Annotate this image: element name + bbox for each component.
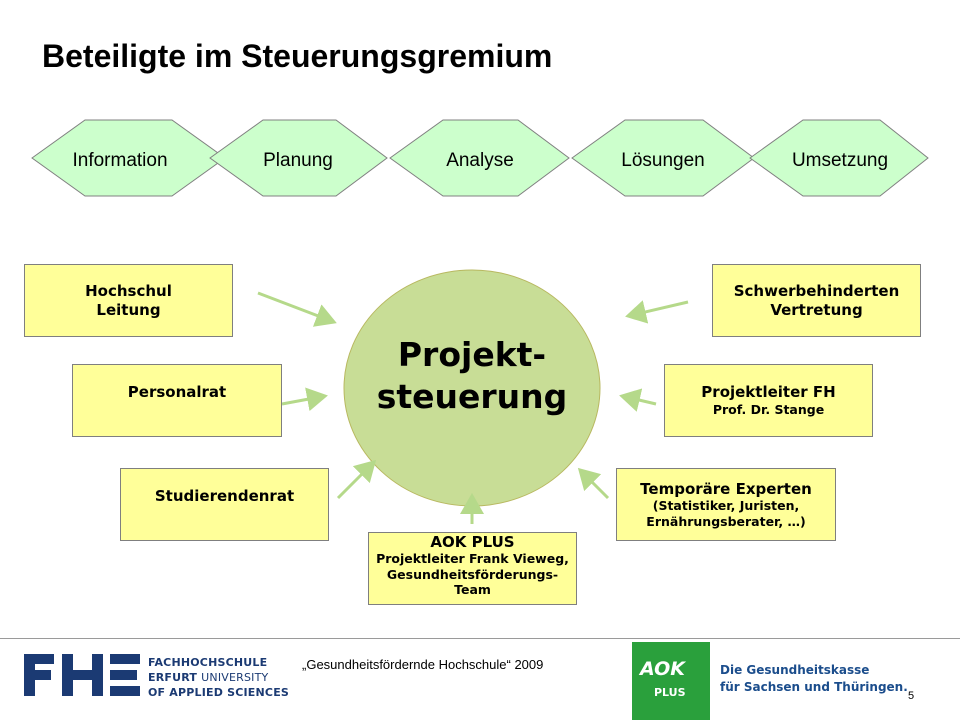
phase-loesungen: Lösungen (571, 119, 755, 197)
box-schwerbehinderten: Schwerbehinderten Vertretung (712, 264, 921, 337)
phase-analyse: Analyse (389, 119, 570, 197)
phase-planung-shape (209, 119, 388, 197)
box-temporaer-subline1: (Statistiker, Juristen, (652, 498, 800, 514)
center-label-line2: steuerung (377, 377, 568, 416)
box-aok: AOK PLUS Projektleiter Frank Vieweg, Ges… (368, 532, 577, 605)
box-hochschulleitung-line1: Hochschul (85, 281, 172, 300)
box-schwerbehinderten-line1: Schwerbehinderten (733, 281, 900, 300)
phase-planung: Planung (209, 119, 388, 197)
box-hochschulleitung: Hochschul Leitung (24, 264, 233, 337)
box-studierendenrat: Studierendenrat (120, 468, 329, 541)
phase-analyse-shape (389, 119, 570, 197)
box-personalrat-line1: Personalrat (127, 383, 227, 401)
aok-slogan: Die Gesundheitskasse für Sachsen und Thü… (720, 662, 908, 696)
center-node: Projekt- steuerung (343, 269, 601, 507)
arrow-studierendenrat (336, 459, 377, 500)
phase-analyse-label: Analyse (446, 150, 514, 171)
aok-slogan-line1: Die Gesundheitskasse (720, 663, 870, 677)
fhe-line2a: ERFURT (148, 671, 198, 684)
aok-slogan-line2: für Sachsen und Thüringen. (720, 680, 908, 694)
phase-chain: Information Planung Analyse Lösungen Ums… (31, 119, 929, 197)
box-projektleiter-line1: Projektleiter FH (701, 383, 836, 402)
fhe-logo-icon (24, 654, 140, 696)
box-aok-subline2: Gesundheitsförderungs- (386, 566, 559, 582)
fhe-line2b: UNIVERSITY (201, 671, 269, 684)
box-hochschulleitung-line2: Leitung (96, 300, 161, 319)
page-number: 5 (908, 690, 915, 702)
arrow-projektleiter (619, 388, 657, 412)
box-temporaer-subline2: Ernährungsberater, …) (646, 513, 806, 529)
center-label-line1: Projekt- (398, 335, 546, 374)
arrow-temporaer (577, 467, 610, 500)
box-studierendenrat-line1: Studierendenrat (154, 487, 295, 505)
phase-information: Information (31, 119, 226, 197)
box-schwerbehinderten-line2: Vertretung (770, 300, 863, 319)
box-temporaer-line1: Temporäre Experten (640, 479, 812, 498)
box-projektleiter: Projektleiter FH Prof. Dr. Stange (664, 364, 873, 437)
box-projektleiter-subline1: Prof. Dr. Stange (712, 402, 825, 418)
arrow-schwerbehinderten (625, 300, 689, 324)
phase-umsetzung: Umsetzung (749, 119, 929, 197)
phase-planung-label: Planung (263, 150, 333, 171)
footer-divider (0, 638, 960, 639)
phase-loesungen-label: Lösungen (621, 150, 704, 171)
footer-caption: „Gesundheitsfördernde Hochschule“ 2009 (302, 657, 544, 672)
fhe-wordmark: FACHHOCHSCHULE ERFURT UNIVERSITY OF APPL… (148, 655, 289, 700)
box-aok-subline1: Projektleiter Frank Vieweg, (376, 551, 569, 567)
aok-logo-mark: AOK (640, 658, 685, 680)
slide-title: Beteiligte im Steuerungsgremium (42, 38, 553, 74)
aok-logo-plus: PLUS (654, 686, 686, 699)
arrow-hochschulleitung (257, 291, 337, 327)
phase-umsetzung-label: Umsetzung (792, 150, 888, 171)
fhe-line3: OF APPLIED SCIENCES (148, 686, 290, 699)
fhe-line1: FACHHOCHSCHULE (148, 656, 268, 669)
box-temporaer: Temporäre Experten (Statistiker, Juriste… (616, 468, 836, 541)
phase-information-label: Information (72, 150, 167, 171)
box-aok-line1: AOK PLUS (430, 533, 515, 551)
box-aok-subline3: Team (454, 581, 491, 597)
arrow-personalrat (281, 387, 328, 412)
aok-logo-icon: AOK PLUS (632, 642, 710, 720)
phase-umsetzung-shape (749, 119, 929, 197)
connector-arrows (257, 291, 689, 524)
box-personalrat: Personalrat (72, 364, 282, 437)
